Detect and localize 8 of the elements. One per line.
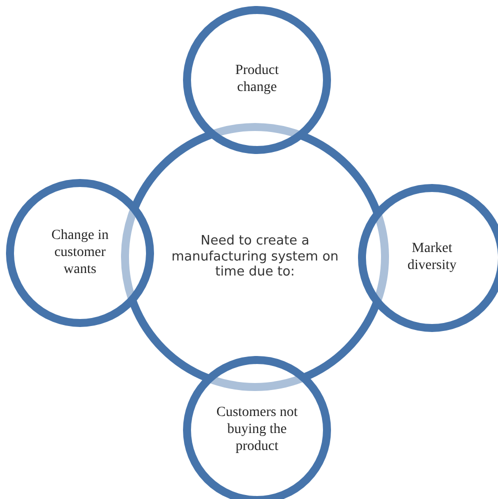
topic-label: Product change (234, 63, 280, 97)
central-circle (121, 123, 389, 391)
topic-circle (6, 179, 154, 327)
topic-label: Change in customer wants (50, 228, 110, 278)
topic-label: Market diversity (406, 241, 458, 275)
topic-label: Customers not buying the product (215, 404, 299, 456)
topic-circle (183, 6, 331, 154)
central-statement: Need to create a manufacturing system on time due to: (170, 234, 340, 280)
